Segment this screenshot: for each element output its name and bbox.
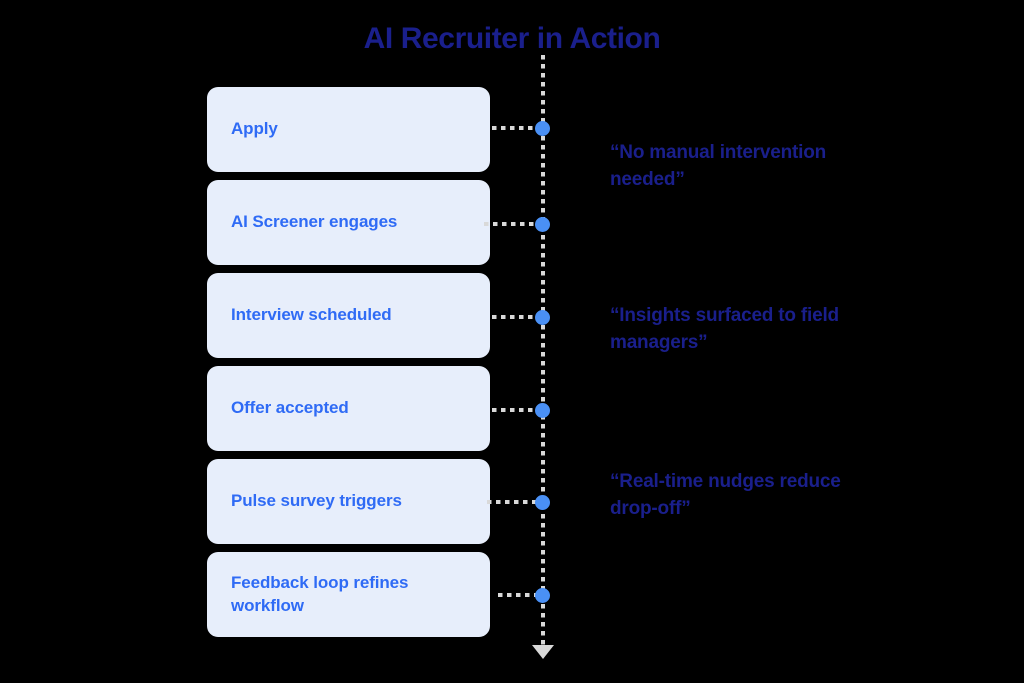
timeline-node[interactable] [535, 217, 550, 232]
connector-line [492, 126, 538, 130]
timeline-node[interactable] [535, 310, 550, 325]
connector-line [484, 222, 538, 226]
timeline-node[interactable] [535, 495, 550, 510]
step-label: Pulse survey triggers [231, 491, 402, 511]
step-label: Apply [231, 119, 278, 139]
step-box[interactable]: Interview scheduled [207, 273, 490, 358]
step-box[interactable]: Feedback loop refines workflow [207, 552, 490, 637]
quote-text: “Real-time nudges reduce drop-off” [610, 471, 841, 519]
step-box[interactable]: Apply [207, 87, 490, 172]
connector-line [487, 500, 538, 504]
step-box[interactable]: AI Screener engages [207, 180, 490, 265]
down-arrow-icon [532, 645, 554, 659]
timeline-node[interactable] [535, 588, 550, 603]
step-label: Offer accepted [231, 398, 349, 418]
quote-text: “No manual intervention needed” [610, 142, 827, 190]
step-label: Feedback loop refines workflow [231, 573, 409, 615]
connector-line [492, 408, 538, 412]
connector-line [492, 315, 538, 319]
step-list: Apply AI Screener engages Interview sche… [207, 87, 490, 645]
step-box[interactable]: Offer accepted [207, 366, 490, 451]
timeline-spine [541, 55, 545, 645]
step-box[interactable]: Pulse survey triggers [207, 459, 490, 544]
connector-line [498, 593, 538, 597]
timeline-node[interactable] [535, 403, 550, 418]
quote-text: “Insights surfaced to field managers” [610, 305, 839, 353]
page-title: AI Recruiter in Action [363, 22, 661, 55]
timeline-node[interactable] [535, 121, 550, 136]
step-label: AI Screener engages [231, 212, 398, 232]
step-label: Interview scheduled [231, 305, 392, 325]
